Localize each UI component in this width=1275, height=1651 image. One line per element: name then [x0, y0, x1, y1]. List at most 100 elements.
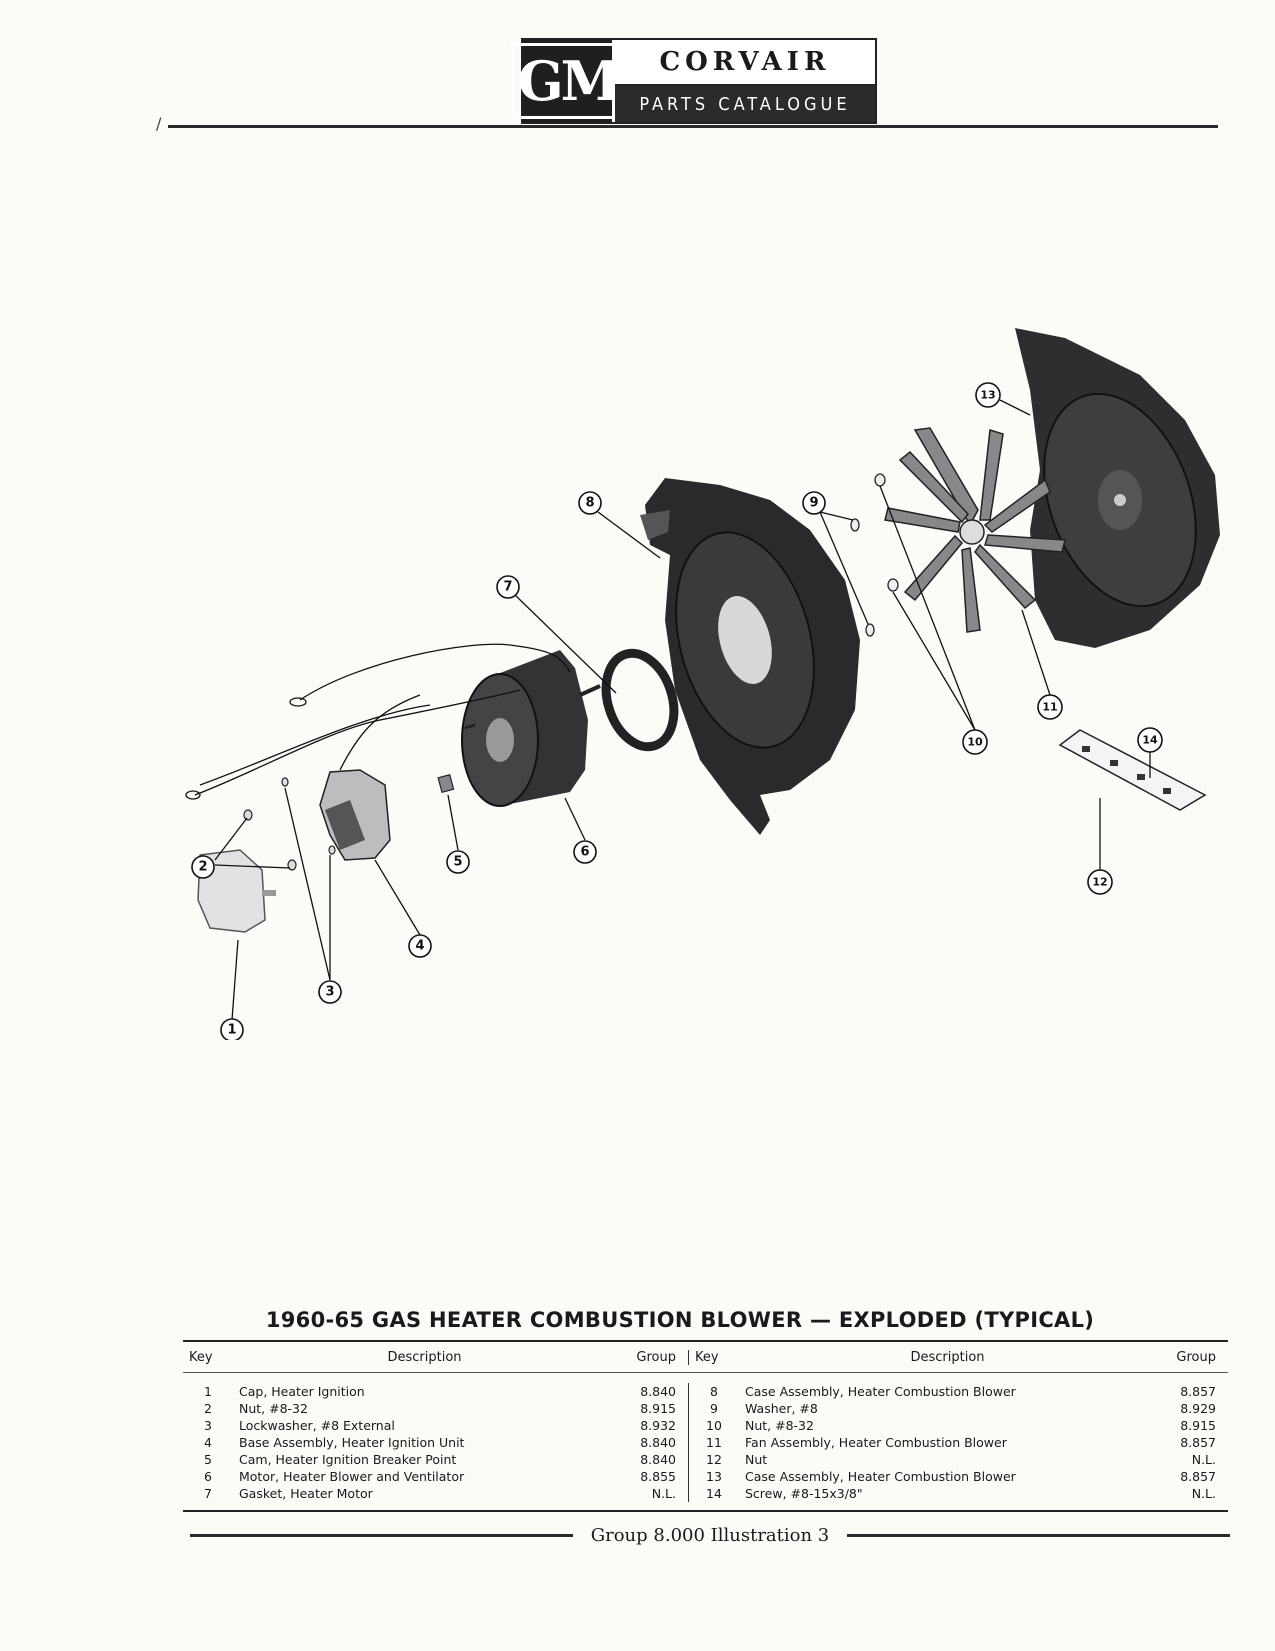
svg-text:2: 2: [198, 860, 207, 875]
svg-text:10: 10: [967, 736, 983, 749]
svg-text:7: 7: [503, 580, 512, 595]
parts-2-3-nuts-washers: [243, 777, 336, 871]
part-11-fan: [884, 427, 1066, 633]
part-description: Cam, Heater Ignition Breaker Point: [239, 1452, 457, 1467]
svg-text:3: 3: [325, 985, 334, 1000]
wiring-harness: [185, 643, 571, 800]
callout-8: 8: [578, 491, 602, 515]
part-key: 2: [204, 1401, 212, 1416]
part-key: 4: [204, 1435, 212, 1450]
callout-14: 14: [1137, 727, 1163, 753]
page-footer: Group 8.000 Illustration 3: [190, 1525, 1230, 1546]
header-key: Key: [189, 1349, 213, 1365]
part-description: Gasket, Heater Motor: [239, 1486, 373, 1501]
part-key: 13: [706, 1469, 722, 1484]
callout-10: 10: [962, 729, 988, 755]
gm-mark: GM: [510, 40, 625, 122]
part-key: 7: [204, 1486, 212, 1501]
part-group: 8.840: [640, 1452, 676, 1467]
part-description: Case Assembly, Heater Combustion Blower: [745, 1384, 1016, 1399]
part-description: Lockwasher, #8 External: [239, 1418, 395, 1433]
part-description: Washer, #8: [745, 1401, 818, 1416]
part-6-motor: [461, 650, 601, 807]
svg-text:12: 12: [1092, 876, 1107, 889]
part-group: N.L.: [1191, 1452, 1216, 1467]
callout-1: 1: [220, 1018, 244, 1040]
svg-text:13: 13: [980, 389, 995, 402]
part-5-cam: [437, 773, 455, 794]
part-group: 8.932: [640, 1418, 676, 1433]
header-group: Group: [636, 1349, 676, 1365]
part-group: N.L.: [1191, 1486, 1216, 1501]
svg-text:14: 14: [1142, 734, 1158, 747]
callout-2: 2: [191, 855, 215, 879]
part-1-cap: [197, 849, 276, 933]
margin-mark: /: [156, 114, 162, 133]
svg-text:9: 9: [809, 496, 818, 511]
footer-text: Group 8.000 Illustration 3: [590, 1525, 830, 1546]
part-description: Cap, Heater Ignition: [239, 1384, 365, 1399]
part-group: 8.840: [640, 1384, 676, 1399]
part-key: 5: [204, 1452, 212, 1467]
logo-title: CORVAIR: [615, 40, 875, 86]
exploded-diagram: 1 2 3 4 5 6 7 8 9 10 11 12 13 14: [185, 328, 1220, 1040]
part-13-rear-case: [1015, 328, 1220, 648]
part-group: 8.929: [1180, 1401, 1216, 1416]
svg-text:11: 11: [1042, 701, 1057, 714]
parts-9-10-washers-nuts: [850, 473, 899, 637]
footer-rule-left: [190, 1534, 573, 1537]
header-group: Group: [1176, 1349, 1216, 1365]
callout-9: 9: [802, 491, 826, 515]
header-rule: [168, 125, 1218, 128]
part-description: Nut, #8-32: [239, 1401, 308, 1416]
parts-table-header: Key Description Group Key Description Gr…: [183, 1342, 1228, 1373]
part-group: 8.855: [640, 1469, 676, 1484]
header-description: Description: [387, 1349, 462, 1365]
part-key: 14: [706, 1486, 722, 1501]
part-group: 8.840: [640, 1435, 676, 1450]
svg-text:1: 1: [227, 1023, 236, 1038]
svg-text:4: 4: [415, 939, 424, 954]
part-group: 8.915: [1180, 1418, 1216, 1433]
leader-lines: [214, 399, 1151, 1021]
parts-table: Key Description Group Key Description Gr…: [183, 1340, 1228, 1512]
callout-13: 13: [975, 382, 1001, 408]
part-group: 8.857: [1180, 1435, 1216, 1450]
callout-6: 6: [573, 840, 597, 864]
logo-subtitle: PARTS CATALOGUE: [615, 86, 875, 122]
footer-rule-right: [847, 1534, 1230, 1537]
header-key: Key: [695, 1349, 719, 1365]
parts-12-14-screw-strip: [1058, 729, 1207, 811]
diagram-caption: 1960-65 GAS HEATER COMBUSTION BLOWER — E…: [265, 1308, 1095, 1332]
part-group: 8.915: [640, 1401, 676, 1416]
part-key: 10: [706, 1418, 722, 1433]
part-description: Nut: [745, 1452, 768, 1467]
part-key: 12: [706, 1452, 722, 1467]
part-group: 8.857: [1180, 1469, 1216, 1484]
part-key: 8: [710, 1384, 718, 1399]
callout-5: 5: [446, 850, 470, 874]
part-key: 3: [204, 1418, 212, 1433]
callout-12: 12: [1087, 869, 1113, 895]
part-key: 6: [204, 1469, 212, 1484]
part-8-blower-case: [640, 478, 860, 835]
part-4-ignition-base: [319, 769, 391, 861]
part-7-gasket: [601, 648, 679, 752]
part-description: Case Assembly, Heater Combustion Blower: [745, 1469, 1016, 1484]
gm-corvair-logo: GM CORVAIR PARTS CATALOGUE: [510, 38, 877, 124]
svg-text:6: 6: [580, 845, 589, 860]
callout-3: 3: [318, 980, 342, 1004]
part-group: 8.857: [1180, 1384, 1216, 1399]
header-description: Description: [910, 1349, 985, 1365]
part-description: Motor, Heater Blower and Ventilator: [239, 1469, 465, 1484]
part-description: Screw, #8-15x3/8": [745, 1486, 863, 1501]
callout-7: 7: [496, 575, 520, 599]
svg-text:8: 8: [585, 496, 594, 511]
part-description: Base Assembly, Heater Ignition Unit: [239, 1435, 465, 1450]
part-description: Fan Assembly, Heater Combustion Blower: [745, 1435, 1007, 1450]
part-key: 11: [706, 1435, 722, 1450]
callout-4: 4: [408, 934, 432, 958]
callout-11: 11: [1037, 694, 1063, 720]
